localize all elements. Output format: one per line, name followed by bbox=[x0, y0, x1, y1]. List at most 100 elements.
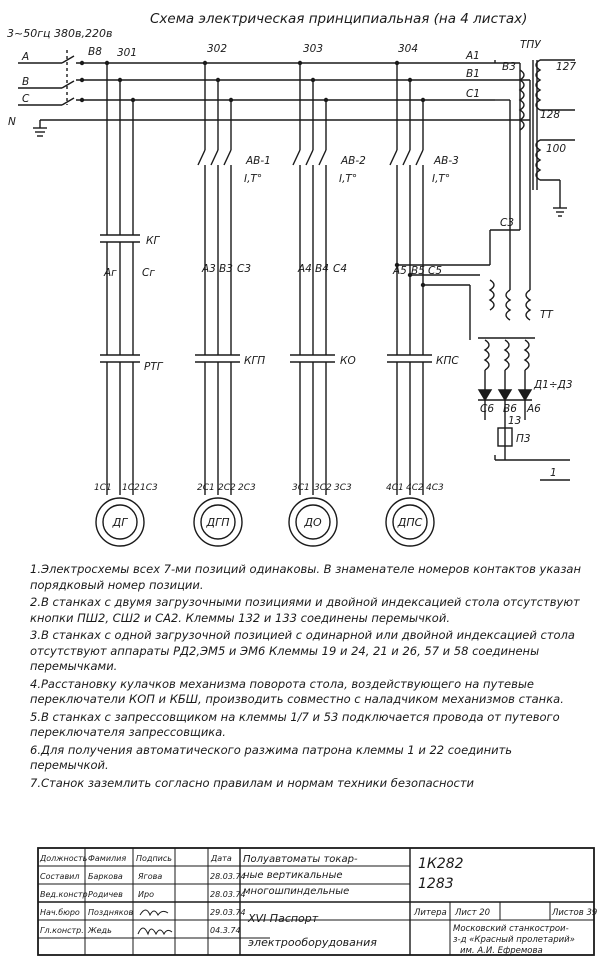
stamp-row2-role: Вед.констр. bbox=[40, 890, 90, 899]
organization-line-1: Московский станкострои- bbox=[453, 924, 569, 934]
stamp-row1-name: Баркова bbox=[88, 872, 123, 881]
note-5: 5.В станках с запрессовщиком на клеммы 1… bbox=[30, 709, 560, 740]
stamp-row1-sign: Ягова bbox=[137, 872, 162, 881]
col3-a-label: А4 bbox=[297, 263, 312, 275]
notes-block: 1.Электросхемы всех 7-ми позиций одинако… bbox=[30, 562, 585, 793]
col4-a-label: А5 bbox=[392, 265, 407, 277]
stamp-header-name: Фамилия bbox=[88, 854, 126, 863]
ab1-it-label: I,Т° bbox=[244, 173, 262, 185]
motor-dps-label: ДПС bbox=[397, 516, 423, 529]
product-line-2: ные вертикальные bbox=[243, 870, 343, 881]
ab1-label: АВ-1 bbox=[245, 155, 271, 167]
col4-c-label: С5 bbox=[428, 265, 442, 277]
bus-b1-label: В1 bbox=[466, 68, 480, 80]
m2-terminal-2: 2С2 bbox=[218, 483, 236, 493]
col2-a-label: А3 bbox=[201, 263, 216, 275]
tr-b3-label: В3 bbox=[502, 61, 516, 73]
stamp-row1-date: 28.03.74 bbox=[210, 872, 246, 881]
tr-128-label: 128 bbox=[540, 109, 560, 121]
organization-line-2: з-д «Красный пролетарий» bbox=[453, 935, 575, 945]
breaker-label: В8 bbox=[88, 46, 102, 58]
m4-terminal-3: 4С3 bbox=[426, 483, 444, 493]
stamp-row2-date: 28.03.74 bbox=[210, 890, 246, 899]
diagram-title: Схема электрическая принципиальная (на 4… bbox=[150, 11, 527, 27]
phase-a-label: А bbox=[21, 51, 29, 63]
tr-127-label: 127 bbox=[556, 61, 576, 73]
col2-c-label: С3 bbox=[237, 263, 251, 275]
tt-label: ТТ bbox=[540, 309, 554, 321]
m1-terminal-2: 1С2 bbox=[122, 483, 140, 493]
note-3: 3.В станках с одной загрузочной позицией… bbox=[30, 628, 575, 673]
supply-label: 3~50гц 380в,220в bbox=[7, 27, 112, 40]
m3-terminal-3: 3С3 bbox=[334, 483, 352, 493]
sheet-number: Лист 20 bbox=[454, 908, 490, 918]
col3-b-label: В4 bbox=[315, 263, 329, 275]
col3-c-label: С4 bbox=[333, 263, 347, 275]
diodes-label: Д1÷Д3 bbox=[533, 379, 573, 391]
m4-terminal-2: 4С2 bbox=[406, 483, 424, 493]
wire-302-label: 302 bbox=[207, 43, 227, 55]
neutral-label: N bbox=[8, 116, 16, 128]
m4-terminal-1: 4С1 bbox=[386, 483, 404, 493]
document-line-1: XVI Паспорт bbox=[247, 912, 319, 925]
m2-terminal-3: 2С3 bbox=[238, 483, 256, 493]
col1-a-label: Аг bbox=[103, 267, 117, 279]
stamp-row1-role: Составил bbox=[40, 872, 79, 881]
transformer-label: ТПУ bbox=[520, 39, 541, 51]
motor-dg-label: ДГ bbox=[112, 516, 129, 529]
wire-303-label: 303 bbox=[303, 43, 323, 55]
ab3-it-label: I,Т° bbox=[432, 173, 450, 185]
sheets-total: Листов 39 bbox=[551, 908, 597, 918]
stamp-row3-role: Нач.бюро bbox=[40, 908, 80, 917]
node-1-label: 1 bbox=[550, 467, 557, 479]
wire-301-label: 301 bbox=[117, 47, 137, 59]
model-number-2: 1283 bbox=[418, 876, 454, 892]
stamp-row4-name: Жедь bbox=[87, 926, 112, 935]
m3-terminal-1: 3С1 bbox=[292, 483, 310, 493]
node-13-label: 13 bbox=[508, 415, 521, 427]
note-2: 2.В станках с двумя загрузочными позиция… bbox=[30, 595, 580, 625]
note-4: 4.Расстановку кулачков механизма поворот… bbox=[30, 676, 564, 707]
tr-100-label: 100 bbox=[546, 143, 566, 155]
col1-c-label: Сг bbox=[142, 267, 155, 279]
c3-label: С3 bbox=[500, 217, 514, 229]
stamp-row4-role: Гл.констр. bbox=[40, 926, 84, 935]
bus-a1-label: А1 bbox=[465, 50, 480, 62]
kps-label: КПС bbox=[436, 355, 459, 367]
col4-b-label: В5 bbox=[411, 265, 425, 277]
diode-b6-label: В6 bbox=[503, 403, 517, 415]
stamp-header-role: Должность bbox=[39, 854, 88, 863]
litera-label: Литера bbox=[413, 908, 447, 918]
ab3-label: АВ-3 bbox=[433, 155, 459, 167]
phase-b-label: В bbox=[22, 76, 29, 88]
bus-c1-label: С1 bbox=[466, 88, 480, 100]
stamp-row3-date: 29.03.74 bbox=[210, 908, 246, 917]
document-line-2: электрооборудования bbox=[248, 936, 377, 949]
model-number-1: 1К282 bbox=[418, 856, 464, 872]
m1-terminal-3: 1С3 bbox=[140, 483, 158, 493]
note-6: 6.Для получения автоматического разжима … bbox=[30, 742, 513, 773]
kgp-label: КГП bbox=[244, 355, 265, 367]
ab2-it-label: I,Т° bbox=[339, 173, 357, 185]
stamp-row2-name: Родичев bbox=[88, 890, 123, 899]
note-7: 7.Станок заземлить согласно правилам и н… bbox=[30, 775, 475, 790]
m3-terminal-2: 3С2 bbox=[314, 483, 332, 493]
rtg-label: РТГ bbox=[144, 361, 164, 373]
ko-label: КО bbox=[340, 355, 356, 367]
product-line-1: Полуавтоматы токар- bbox=[243, 854, 358, 865]
stamp-header-sign: Подпись bbox=[136, 854, 172, 863]
diode-c6-label: С6 bbox=[480, 403, 494, 415]
stamp-row2-sign: Иро bbox=[138, 890, 154, 899]
phase-c-label: С bbox=[22, 93, 30, 105]
note-1: 1.Электросхемы всех 7-ми позиций одинако… bbox=[30, 562, 581, 592]
wire-304-label: 304 bbox=[398, 43, 418, 55]
stamp-row4-date: 04.3.74 bbox=[210, 926, 241, 935]
col2-b-label: В3 bbox=[219, 263, 233, 275]
organization-line-3: им. А.И. Ефремова bbox=[460, 946, 543, 956]
product-line-3: многошпиндельные bbox=[243, 886, 349, 897]
ab2-label: АВ-2 bbox=[340, 155, 366, 167]
p3-label: П3 bbox=[516, 433, 531, 445]
m1-terminal-1: 1С1 bbox=[94, 483, 112, 493]
kg-label: КГ bbox=[146, 235, 160, 247]
